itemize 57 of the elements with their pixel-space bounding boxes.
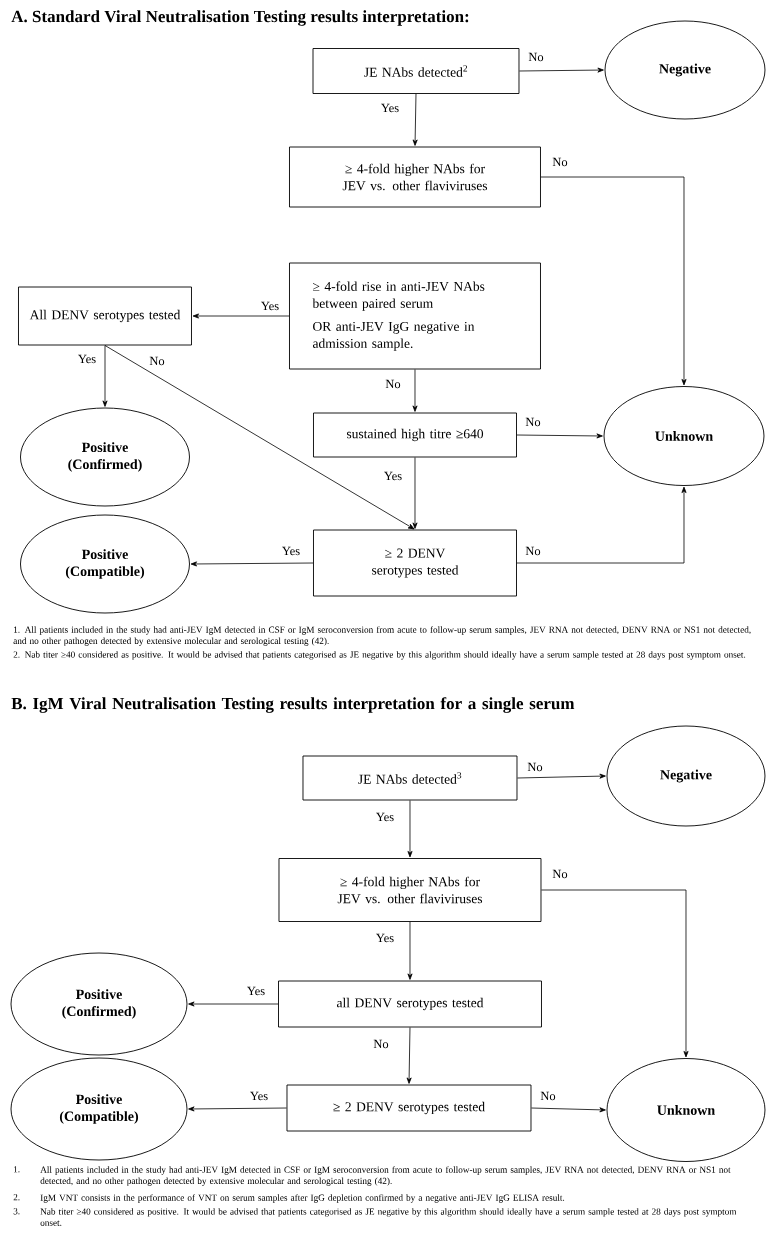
edge-label: No <box>552 869 568 879</box>
arrow <box>104 345 415 530</box>
arrow <box>406 1027 412 1084</box>
arrow <box>540 176 687 386</box>
edge-label: Yes <box>376 812 394 822</box>
decision-box: all DENV serotypes tested <box>278 980 542 1028</box>
edge-label: Yes <box>250 1091 268 1101</box>
edge-label: Yes <box>376 933 394 943</box>
decision-box: All DENV serotypes tested <box>18 286 192 346</box>
arrow <box>188 1106 287 1112</box>
decision-box: sustained high titre ≥640 <box>313 412 517 458</box>
edge-label: Yes <box>261 301 279 311</box>
footnote: IgM VNT consists in the performance of VNT on serum samples after IgG depletion confirmed by a negative anti-JEV IgG ELISA result. <box>40 1194 565 1203</box>
heading: B. IgM Viral Neutralisation Testing results interpretation for a single serum <box>11 697 575 713</box>
edge-label: No <box>552 157 568 167</box>
arrow <box>407 800 413 858</box>
edge-label: Yes <box>282 546 300 556</box>
decision-box: JE NAbs detected$^{3}$ <box>302 755 518 801</box>
footnote-number: 3. <box>13 1208 20 1215</box>
edge-label: No <box>373 1039 389 1049</box>
arrow <box>188 1001 279 1007</box>
decision-box: ≥ 4-fold higher NAbs for JEV vs. other flaviviruses <box>278 858 542 922</box>
arrow <box>541 889 689 1058</box>
arrow <box>519 67 604 73</box>
decision-box: ≥ 2 DENV serotypes tested <box>313 529 517 597</box>
arrow <box>517 773 606 779</box>
footnote: All patients included in the study had anti-JEV IgM detected in CSF or IgM seroconversion from acute to follow-up serum samples, JEV RNA not detected, DENV RNA or NS1 not detected, and no other pathogen detected by extensive molecular and serological testing (42). <box>40 1166 731 1186</box>
footnote-number: 2. <box>13 1194 20 1201</box>
decision-box: ≥ 4-fold rise in anti-JEV NAbs between paired serum OR anti-JEV IgG negative in admission sample. <box>289 262 541 370</box>
edge-label: Yes <box>247 986 265 996</box>
edge-label: Yes <box>384 471 402 481</box>
footnote: Nab titer ≥40 considered as positive. It would be advised that patients categorised as JE negative by this algorithm should ideally have a serum sample tested at 28 days post symptom onset. <box>40 1208 737 1226</box>
arrow <box>412 457 418 529</box>
arrow <box>412 369 418 412</box>
arrow <box>412 93 418 146</box>
arrow <box>531 1107 606 1113</box>
edge-label: No <box>149 356 165 366</box>
edge-label: No <box>527 762 543 772</box>
edge-label: Yes <box>381 103 399 113</box>
heading: A. Standard Viral Neutralisation Testing results interpretation: <box>11 10 469 26</box>
footnote: 2. Nab titer ≥40 considered as positive. It would be advised that patients categorised as JE negative by this algorithm should ideally have a serum sample tested at 28 days post symptom onset. <box>13 651 746 660</box>
edge-label: No <box>525 417 541 427</box>
footnote: 1. All patients included in the study had anti-JEV IgM detected in CSF or IgM seroconversion from acute to follow-up serum samples, JEV RNA not detected, DENV RNA or NS1 not detected, and no other pathogen detected by extensive molecular and serological testing (42). <box>13 626 751 646</box>
arrow <box>102 345 108 407</box>
edge-label: No <box>525 546 541 556</box>
decision-box: ≥ 2 DENV serotypes tested <box>286 1084 532 1132</box>
arrow <box>516 486 687 564</box>
edge-label: No <box>528 52 544 62</box>
edge-label: Yes <box>78 354 96 364</box>
edge-label: No <box>385 379 401 389</box>
decision-box: ≥ 4-fold higher NAbs for JEV vs. other flaviviruses <box>289 146 541 208</box>
edge-label: No <box>540 1091 556 1101</box>
arrow <box>516 433 603 439</box>
arrow <box>192 313 290 319</box>
arrow <box>190 561 314 567</box>
arrow <box>407 921 413 980</box>
decision-box: JE NAbs detected$^{2}$ <box>312 48 520 94</box>
